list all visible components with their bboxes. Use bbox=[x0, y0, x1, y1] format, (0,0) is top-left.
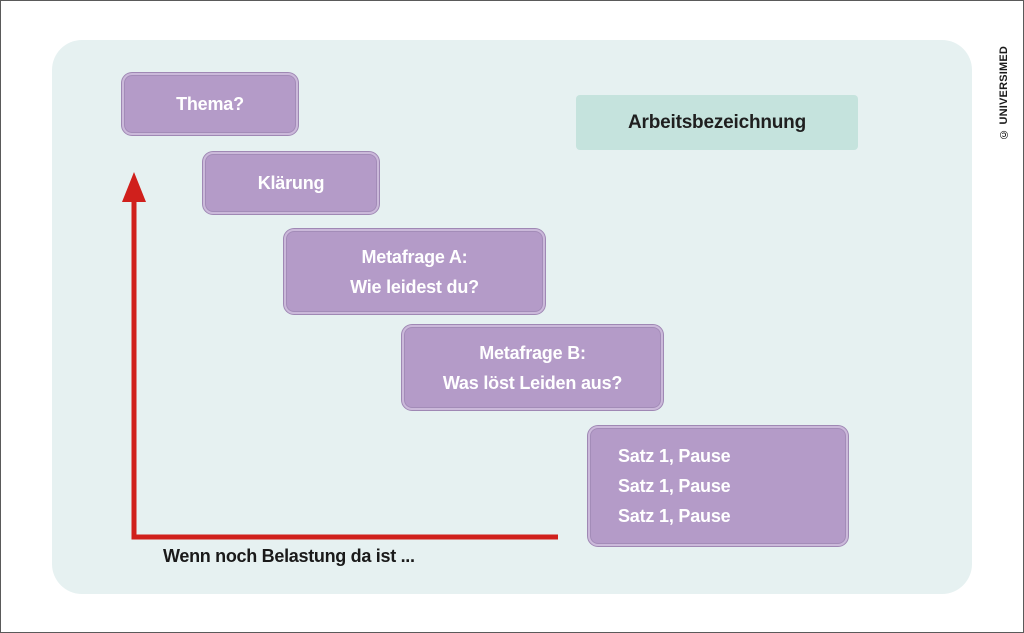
step-satz-line-1: Satz 1, Pause bbox=[618, 446, 731, 466]
step-metafrage-a: Metafrage A: Wie leidest du? bbox=[284, 229, 545, 314]
step-satz-line-3: Satz 1, Pause bbox=[618, 506, 731, 526]
step-satz: Satz 1, Pause Satz 1, Pause Satz 1, Paus… bbox=[588, 426, 848, 546]
loop-condition-text: Wenn noch Belastung da ist ... bbox=[163, 546, 415, 566]
step-klaerung: Klärung bbox=[203, 152, 379, 214]
arbeitsbezeichnung-text: Arbeitsbezeichnung bbox=[628, 111, 806, 133]
step-metafrage-b-line-2: Was löst Leiden aus? bbox=[442, 372, 623, 393]
copyright-notice: © UNIVERSIMED bbox=[998, 45, 1010, 140]
step-metafrage-b-line-1: Metafrage B: bbox=[479, 342, 586, 363]
step-thema-label: Thema? bbox=[176, 94, 244, 114]
step-metafrage-a-line-1: Metafrage A: bbox=[361, 246, 468, 267]
step-thema: Thema? bbox=[122, 73, 298, 135]
step-metafrage-a-line-2: Wie leidest du? bbox=[350, 276, 479, 297]
step-klaerung-label: Klärung bbox=[257, 173, 325, 193]
arbeitsbezeichnung-label: Arbeitsbezeichnung bbox=[576, 95, 858, 150]
step-metafrage-b: Metafrage B: Was löst Leiden aus? bbox=[402, 325, 663, 410]
step-satz-line-2: Satz 1, Pause bbox=[618, 476, 731, 496]
